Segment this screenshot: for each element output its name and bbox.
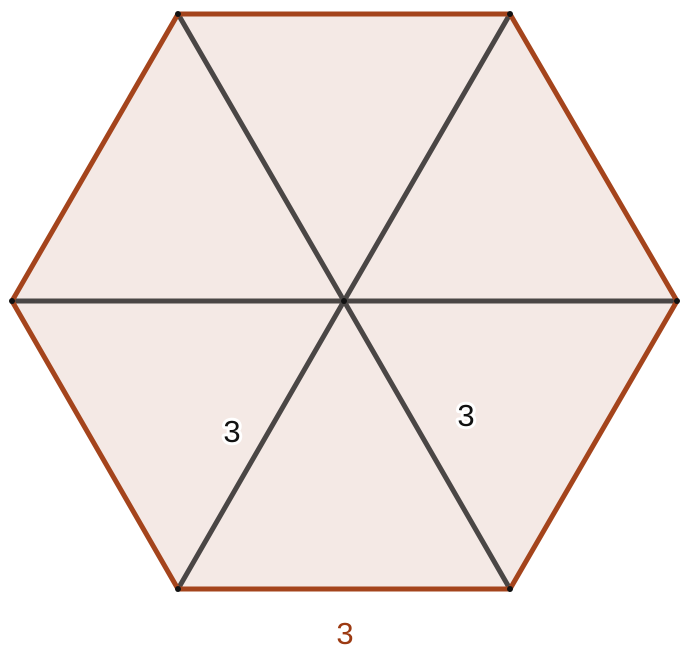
vertex-top-left bbox=[175, 11, 181, 17]
spoke-top-left bbox=[175, 11, 347, 304]
spoke-top-right bbox=[341, 11, 513, 304]
vertex-center bbox=[341, 298, 347, 304]
vertex-right bbox=[674, 298, 680, 304]
vertex-top-right bbox=[507, 11, 513, 17]
spoke-bottom-right bbox=[341, 298, 513, 592]
spoke-length-label-left: 3 bbox=[223, 414, 240, 449]
vertex-left bbox=[9, 298, 15, 304]
spoke-length-label-right: 3 bbox=[457, 398, 474, 433]
vertex-bottom-right bbox=[507, 586, 513, 592]
spoke-bottom-left bbox=[175, 298, 347, 592]
vertex-bottom-left bbox=[175, 586, 181, 592]
spokes bbox=[9, 11, 680, 592]
side-length-label-bottom: 3 bbox=[336, 616, 353, 651]
vertices bbox=[9, 11, 680, 592]
